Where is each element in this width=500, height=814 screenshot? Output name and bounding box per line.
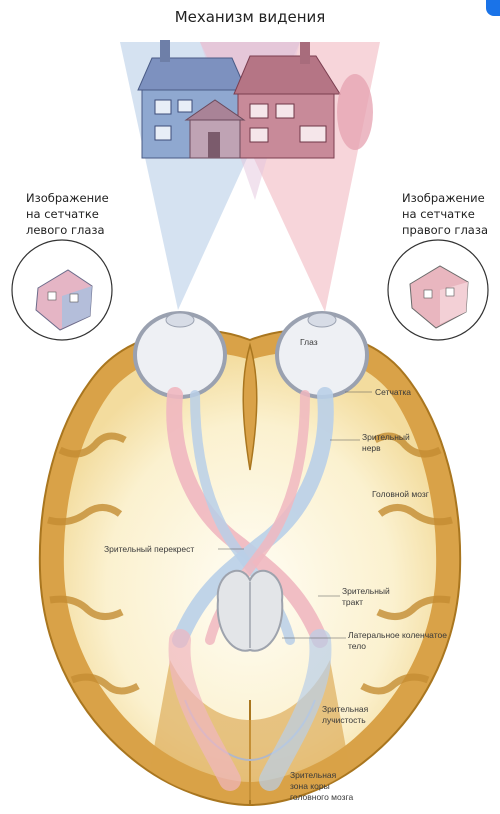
label-cortex-3: головного мозга [290,792,353,802]
label-optic-tract-2: тракт [342,597,363,607]
left-eyeball [135,313,225,397]
lateral-geniculate-body [218,571,283,651]
label-optic-tract-1: Зрительный [342,586,390,596]
label-optic-nerve-2: нерв [362,443,381,453]
label-chiasm: Зрительный перекрест [104,544,194,554]
label-brain: Головной мозг [372,489,429,499]
label-lgn-1: Латеральное коленчатое [348,630,447,640]
label-radiation-1: Зрительная [322,704,369,714]
right-retina-image [388,240,488,340]
label-retina: Сетчатка [375,387,411,397]
label-cortex-1: Зрительная [290,770,337,780]
left-retina-image [12,240,112,340]
label-optic-nerve-1: Зрительный [362,432,410,442]
right-eyeball [277,313,367,397]
label-cortex-2: зона коры [290,781,330,791]
label-eye: Глаз [300,337,318,347]
label-radiation-2: лучистость [322,715,366,725]
label-lgn-2: тело [348,641,366,651]
